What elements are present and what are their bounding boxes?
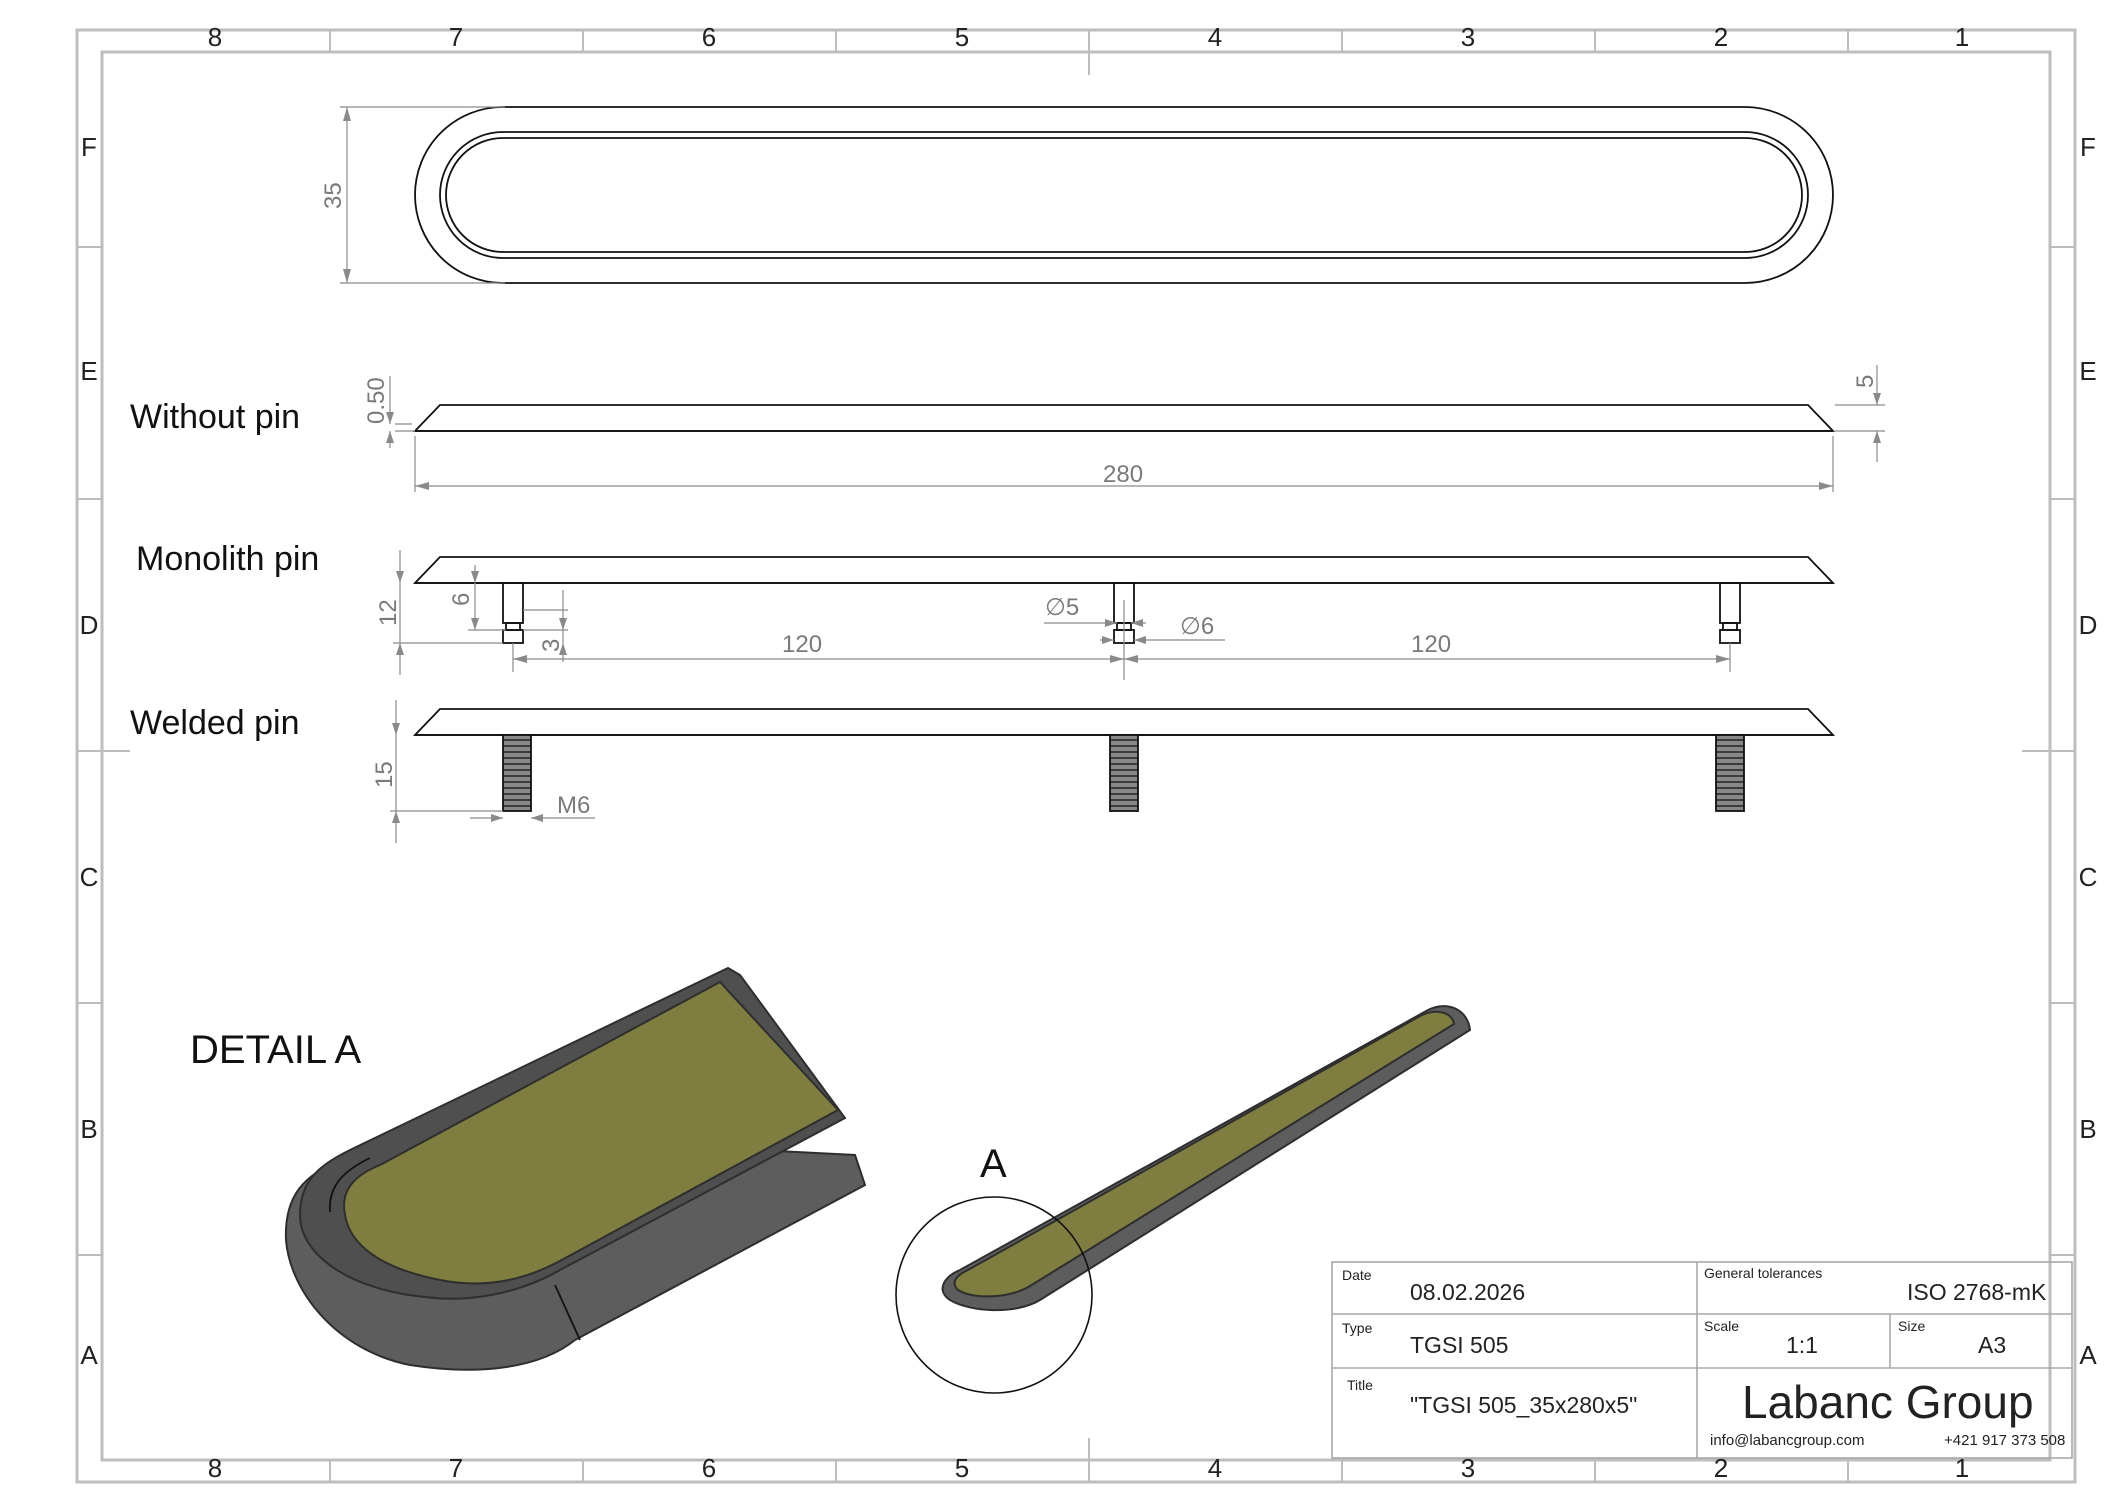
welded-pin-left bbox=[502, 734, 532, 812]
column-label-3-bottom: 3 bbox=[1461, 1453, 1475, 1483]
column-label-5-bottom: 5 bbox=[955, 1453, 969, 1483]
row-label-a: A bbox=[80, 1340, 98, 1370]
column-label-4: 4 bbox=[1208, 22, 1222, 52]
tolerances-value: ISO 2768-mK bbox=[1907, 1279, 2047, 1305]
length-dimension: 280 bbox=[1103, 461, 1143, 488]
row-label-c: C bbox=[80, 862, 99, 892]
column-label-7-bottom: 7 bbox=[449, 1453, 463, 1483]
row-label-f-right: F bbox=[2080, 132, 2096, 162]
top-view: 35 bbox=[320, 106, 1834, 284]
welded-pin-center bbox=[1109, 734, 1139, 812]
detail-a-marker: A bbox=[980, 1142, 1007, 1186]
column-label-5: 5 bbox=[955, 22, 969, 52]
row-label-d: D bbox=[80, 610, 99, 640]
column-label-8-bottom: 8 bbox=[208, 1453, 222, 1483]
pin-length-dimension: 12 bbox=[375, 599, 402, 626]
zone-labels: 8 7 6 5 4 3 2 1 8 7 6 5 4 3 2 1 F E D C … bbox=[80, 22, 2098, 1483]
pin-diameter-large-dimension: ∅6 bbox=[1180, 613, 1214, 640]
tolerances-label: General tolerances bbox=[1704, 1265, 1822, 1281]
isometric-view: A bbox=[895, 1005, 1472, 1394]
welded-pin-label: Welded pin bbox=[130, 704, 300, 742]
date-value: 08.02.2026 bbox=[1410, 1279, 1525, 1305]
pin-spacing-right-dimension: 120 bbox=[1411, 631, 1451, 658]
welded-pin-view: Welded pin 15 M6 bbox=[130, 700, 1836, 843]
scale-value: 1:1 bbox=[1786, 1332, 1818, 1358]
size-label: Size bbox=[1898, 1318, 1925, 1334]
width-dimension: 35 bbox=[320, 182, 347, 209]
monolith-pin-right bbox=[1719, 582, 1741, 644]
row-label-b: B bbox=[80, 1114, 97, 1144]
column-label-1: 1 bbox=[1955, 22, 1969, 52]
column-label-3: 3 bbox=[1461, 22, 1475, 52]
welded-pin-right bbox=[1715, 734, 1745, 812]
without-pin-label: Without pin bbox=[130, 398, 300, 436]
row-label-e-right: E bbox=[2079, 356, 2096, 386]
weld-pin-length-dimension: 15 bbox=[371, 761, 398, 788]
title-block: Date 08.02.2026 General tolerances ISO 2… bbox=[1331, 1261, 2073, 1459]
column-label-8: 8 bbox=[208, 22, 222, 52]
type-value: TGSI 505 bbox=[1410, 1332, 1508, 1358]
title-value: "TGSI 505_35x280x5" bbox=[1410, 1392, 1637, 1418]
date-label: Date bbox=[1342, 1267, 1372, 1283]
monolith-pin-left bbox=[502, 582, 524, 644]
column-label-2-bottom: 2 bbox=[1714, 1453, 1728, 1483]
row-label-b-right: B bbox=[2079, 1114, 2096, 1144]
size-value: A3 bbox=[1978, 1332, 2006, 1358]
column-label-6: 6 bbox=[702, 22, 716, 52]
row-label-d-right: D bbox=[2079, 610, 2098, 640]
monolith-pin-label: Monolith pin bbox=[136, 540, 319, 578]
pin-spacing-left-dimension: 120 bbox=[782, 631, 822, 658]
edge-thickness-dimension: 0.50 bbox=[363, 377, 390, 424]
row-label-e: E bbox=[80, 356, 97, 386]
company-phone: +421 917 373 508 bbox=[1944, 1432, 2065, 1449]
detail-a-circle bbox=[895, 1196, 1093, 1394]
scale-label: Scale bbox=[1704, 1318, 1739, 1334]
detail-a-title: DETAIL A bbox=[190, 1028, 361, 1072]
company-name: Labanc Group bbox=[1742, 1376, 2034, 1428]
title-label: Title bbox=[1347, 1377, 1373, 1393]
row-label-f: F bbox=[81, 132, 97, 162]
pin-tip-dimension: 3 bbox=[538, 639, 565, 652]
pin-shank-dimension: 6 bbox=[448, 593, 475, 606]
column-label-6-bottom: 6 bbox=[702, 1453, 716, 1483]
height-dimension: 5 bbox=[1852, 375, 1879, 388]
column-label-2: 2 bbox=[1714, 22, 1728, 52]
without-pin-view: Without pin 0.50 5 280 bbox=[130, 365, 1885, 492]
row-label-a-right: A bbox=[2079, 1340, 2097, 1370]
monolith-pin-view: Monolith pin 12 6 bbox=[136, 540, 1836, 680]
column-label-7: 7 bbox=[449, 22, 463, 52]
pin-diameter-small-dimension: ∅5 bbox=[1045, 594, 1079, 621]
sheet-frame bbox=[75, 28, 2077, 1484]
row-label-c-right: C bbox=[2079, 862, 2098, 892]
company-email: info@labancgroup.com bbox=[1710, 1432, 1864, 1449]
column-label-1-bottom: 1 bbox=[1955, 1453, 1969, 1483]
detail-a-view: DETAIL A bbox=[190, 966, 867, 1371]
type-label: Type bbox=[1342, 1320, 1373, 1336]
column-label-4-bottom: 4 bbox=[1208, 1453, 1222, 1483]
thread-dimension: M6 bbox=[557, 792, 590, 819]
